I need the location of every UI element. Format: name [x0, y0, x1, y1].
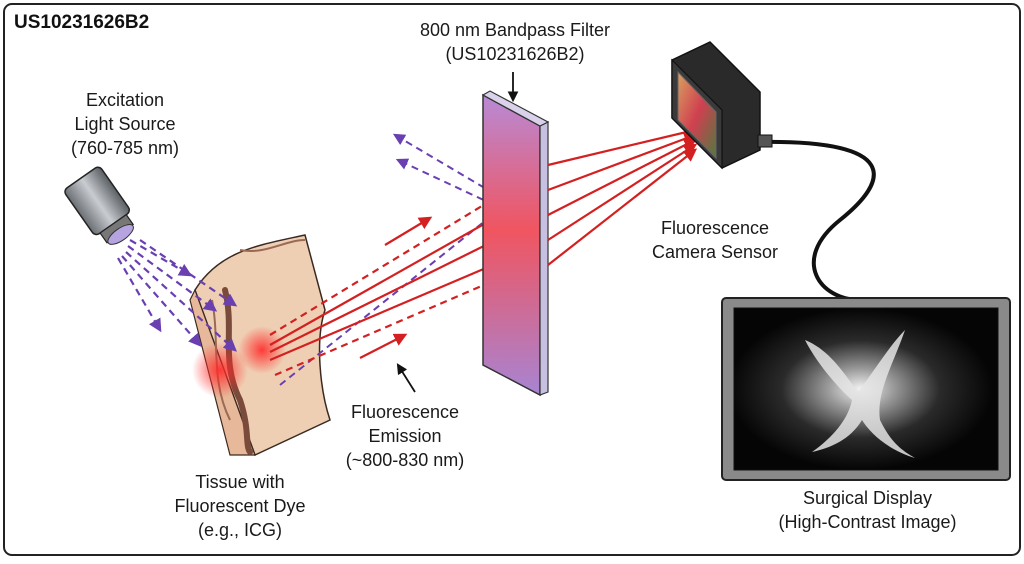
surgical-display	[721, 297, 1011, 481]
tissue-label: Tissue with Fluorescent Dye (e.g., ICG)	[174, 472, 306, 540]
tissue-block	[189, 234, 331, 457]
emission-label: Fluorescence Emission (~800-830 nm)	[345, 402, 465, 470]
source-label: Excitation Light Source (760-785 nm)	[70, 90, 180, 158]
excitation-light-source	[64, 166, 135, 245]
camera-sensor	[671, 41, 773, 170]
transmitted-rays	[547, 126, 698, 266]
emission-rays	[269, 193, 503, 377]
camera-label: Fluorescence Camera Sensor	[651, 218, 779, 262]
emission-callout-arrow	[396, 363, 416, 393]
excitation-rays	[117, 239, 238, 352]
display-label: Surgical Display (High-Contrast Image)	[778, 488, 957, 532]
camera-cable	[759, 139, 876, 302]
bandpass-filter	[481, 90, 550, 397]
reflected-excitation-rays	[279, 133, 506, 386]
patent-id: US10231626B2	[14, 12, 150, 33]
filter-label: 800 nm Bandpass Filter (US10231626B2)	[419, 20, 611, 64]
